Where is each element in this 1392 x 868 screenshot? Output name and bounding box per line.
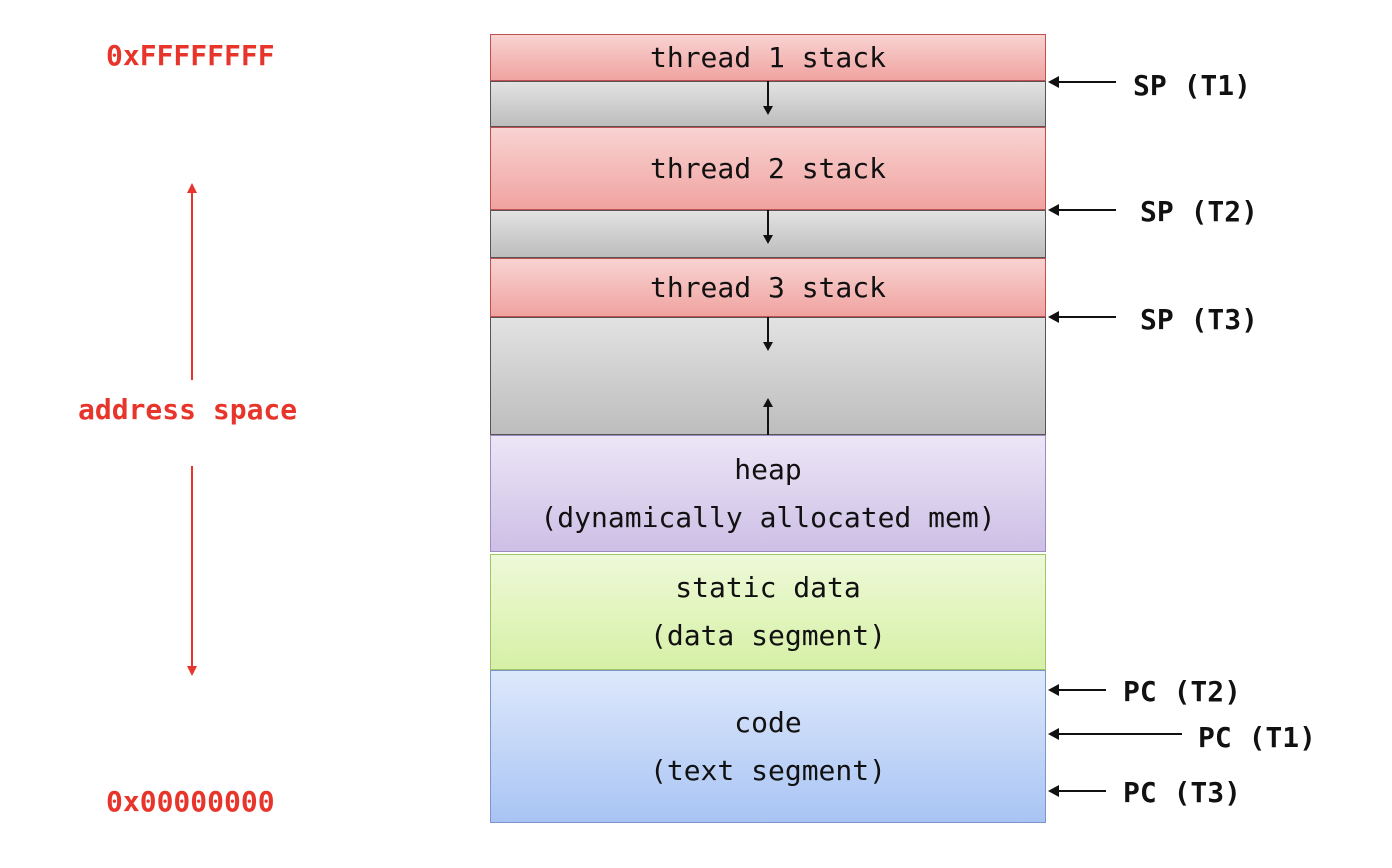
top-address-label: 0xFFFFFFFF <box>106 39 275 72</box>
t3-stack-growth-arrow-line <box>767 317 769 343</box>
pc-t3-arrow-head <box>1048 785 1059 797</box>
sp-t3-arrow-head <box>1048 311 1059 323</box>
heap-growth-arrow-line <box>767 407 769 435</box>
pc-t1-arrow-line <box>1058 733 1182 735</box>
pc-t3-arrow-line <box>1058 790 1106 792</box>
sp-t1-arrow-line <box>1058 81 1116 83</box>
pc-t3-label: PC (T3) <box>1123 776 1242 809</box>
heap-label: heap <box>734 452 802 486</box>
thread-2-stack-label: thread 2 stack <box>649 151 886 185</box>
sp-t3-arrow-line <box>1058 316 1116 318</box>
static-data-segment: static data (data segment) <box>490 554 1046 670</box>
address-space-label: address space <box>78 393 298 426</box>
code-segment: code (text segment) <box>490 670 1046 823</box>
static-data-label: static data <box>675 571 861 604</box>
sp-t2-label: SP (T2) <box>1140 195 1259 228</box>
address-arrow-lower-line <box>191 466 193 666</box>
heap-sublabel: (dynamically allocated mem) <box>540 500 996 534</box>
t1-stack-growth-arrow-line <box>767 81 769 107</box>
sp-t2-arrow-line <box>1058 209 1116 211</box>
t2-stack-growth-arrow-head <box>763 235 773 244</box>
pc-t2-label: PC (T2) <box>1123 675 1242 708</box>
thread-1-stack-label: thread 1 stack <box>649 40 886 74</box>
address-arrow-up-head <box>187 183 197 193</box>
thread-3-stack: thread 3 stack <box>490 258 1046 317</box>
t1-stack-growth-arrow-head <box>763 106 773 115</box>
heap-segment: heap (dynamically allocated mem) <box>490 435 1046 552</box>
code-label: code <box>734 705 802 739</box>
code-sublabel: (text segment) <box>649 753 886 787</box>
t2-stack-growth-arrow-line <box>767 210 769 236</box>
sp-t2-arrow-head <box>1048 204 1059 216</box>
sp-t1-arrow-head <box>1048 76 1059 88</box>
pc-t2-arrow-line <box>1058 689 1106 691</box>
t3-stack-growth-arrow-head <box>763 342 773 351</box>
heap-growth-arrow-head <box>763 398 773 407</box>
static-data-sublabel: (data segment) <box>649 619 886 652</box>
sp-t1-label: SP (T1) <box>1133 69 1252 102</box>
address-arrow-down-head <box>187 666 197 676</box>
thread-1-stack: thread 1 stack <box>490 34 1046 81</box>
pc-t2-arrow-head <box>1048 684 1059 696</box>
address-arrow-upper-line <box>191 192 193 380</box>
thread-2-stack: thread 2 stack <box>490 127 1046 210</box>
sp-t3-label: SP (T3) <box>1140 303 1259 336</box>
bottom-address-label: 0x00000000 <box>106 785 275 818</box>
thread-3-stack-label: thread 3 stack <box>649 270 886 304</box>
pc-t1-label: PC (T1) <box>1198 721 1317 754</box>
pc-t1-arrow-head <box>1048 728 1059 740</box>
